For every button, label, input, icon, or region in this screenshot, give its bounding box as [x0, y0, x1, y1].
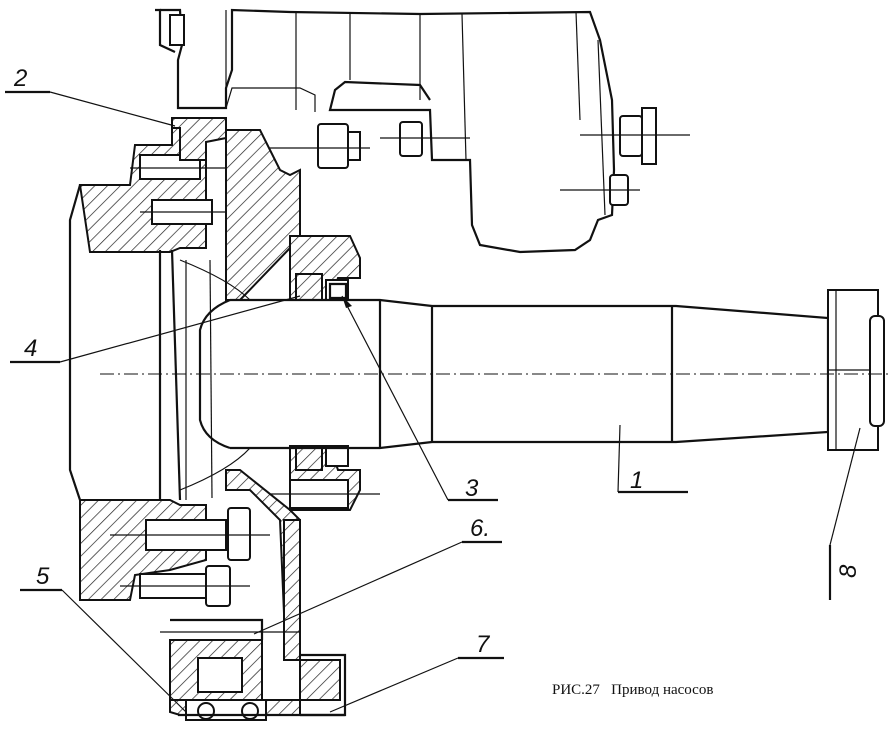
- left-flange-upper: [78, 117, 240, 253]
- figure-caption: РИС.27 Привод насосов: [552, 682, 713, 698]
- callout-6: 6.: [470, 515, 490, 542]
- left-flange-lower: [79, 499, 270, 607]
- callout-8: 8: [835, 564, 862, 578]
- shaft-end-nut: [827, 289, 885, 451]
- seal-housing-upper: [289, 235, 361, 301]
- callout-3: 3: [465, 475, 479, 502]
- callout-1: 1: [630, 467, 643, 494]
- adapter-plate: [225, 129, 301, 661]
- leader-lines: [5, 90, 861, 713]
- callout-5: 5: [36, 563, 50, 590]
- main-shaft: [179, 259, 830, 491]
- callout-4: 4: [24, 335, 37, 362]
- callout-7: 7: [476, 631, 491, 658]
- housing-bolts: [250, 107, 690, 206]
- callout-2: 2: [13, 65, 27, 92]
- bottom-bearing-block: [160, 618, 347, 721]
- seal-housing-lower: [270, 445, 380, 511]
- bulkhead-outline: [68, 184, 213, 501]
